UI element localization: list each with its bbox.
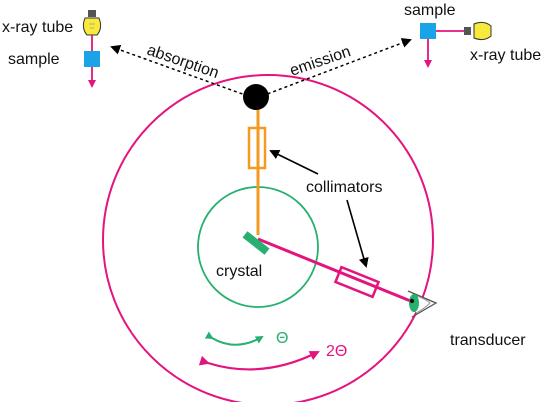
crystal — [242, 231, 270, 255]
light-bulb-icon — [464, 21, 492, 41]
transducer-label: transducer — [450, 332, 526, 349]
xray-tube-left-label: x-ray tube — [2, 19, 73, 36]
source-point — [243, 84, 269, 110]
sample-left — [84, 51, 100, 67]
theta-arc-arrow — [204, 331, 264, 346]
goniometer-circle — [102, 74, 434, 402]
two-theta-arc-arrow — [198, 351, 320, 371]
sample-right-label: sample — [404, 2, 456, 19]
collimator-pointer-lower — [346, 199, 369, 268]
eye-icon — [407, 290, 438, 318]
sample-right — [420, 23, 436, 39]
theta-label: Θ — [276, 330, 288, 347]
collimator-pointer-upper — [269, 150, 319, 175]
absorption-label: absorption — [145, 42, 221, 82]
diffracted-beam — [257, 237, 419, 306]
absorption-path — [110, 45, 249, 97]
collimator-upper — [247, 126, 267, 170]
collimators-label: collimators — [306, 179, 382, 196]
emission-path — [261, 38, 412, 97]
crystal-label: crystal — [216, 263, 262, 280]
light-bulb-icon — [82, 10, 102, 36]
xray-tube-right-label: x-ray tube — [470, 47, 541, 64]
two-theta-label: 2Θ — [326, 343, 347, 360]
collimator-lower — [333, 265, 381, 299]
sample-left-label: sample — [8, 51, 60, 68]
